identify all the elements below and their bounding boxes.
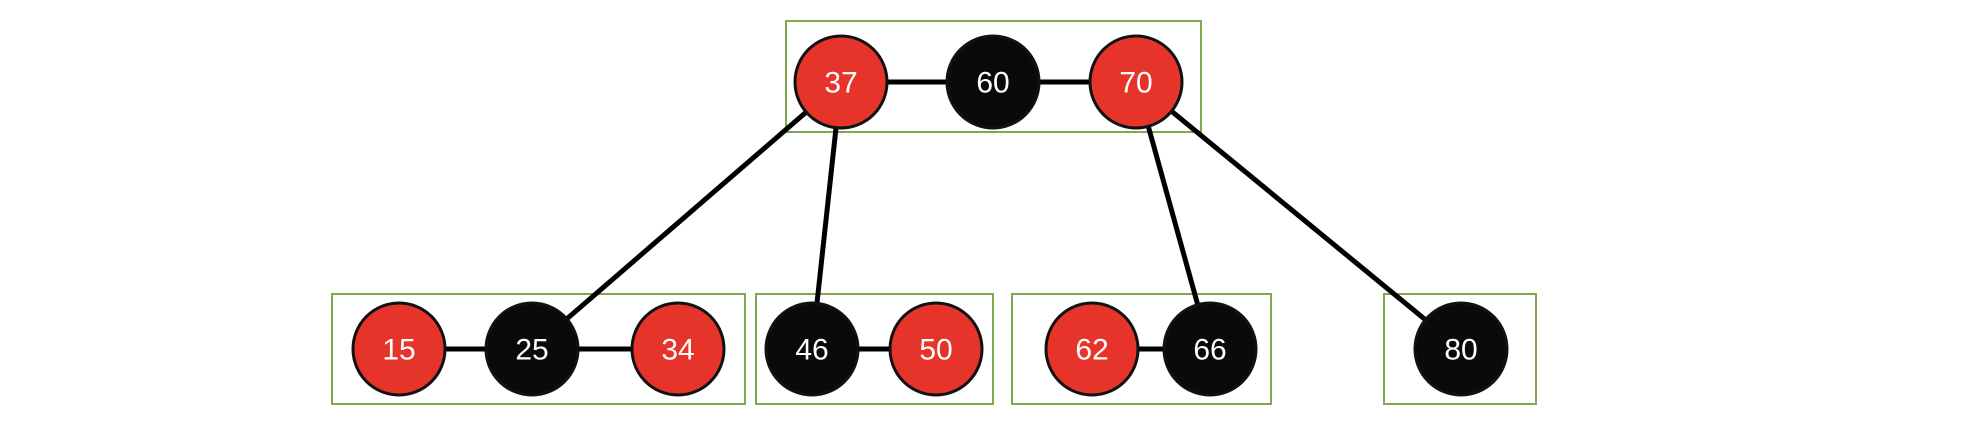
node-circle-15: [351, 301, 447, 397]
node-circle-46: [764, 301, 860, 397]
node-label-46: 46: [795, 334, 828, 367]
group-box-leaf-group-1: [331, 293, 746, 405]
tree-node-80[interactable]: 80: [1413, 301, 1509, 397]
tree-node-37[interactable]: 37: [793, 34, 889, 130]
group-box-leaf-group-2: [755, 293, 994, 405]
edge-n70-n66: [1145, 122, 1201, 309]
tree-node-70[interactable]: 70: [1088, 34, 1184, 130]
group-box-leaf-group-3: [1011, 293, 1272, 405]
edge-n70-n80: [1167, 107, 1430, 324]
node-label-70: 70: [1119, 67, 1152, 100]
tree-node-66[interactable]: 66: [1162, 301, 1258, 397]
tree-node-25[interactable]: 25: [484, 301, 580, 397]
node-circle-25: [484, 301, 580, 397]
node-label-25: 25: [515, 334, 548, 367]
group-box-root-group: [785, 20, 1202, 133]
tree-node-62[interactable]: 62: [1044, 301, 1140, 397]
node-label-80: 80: [1444, 334, 1477, 367]
node-label-62: 62: [1075, 334, 1108, 367]
edges-layer: [442, 79, 1430, 352]
edge-n37-n25: [562, 108, 811, 323]
node-circle-34: [630, 301, 726, 397]
node-label-34: 34: [661, 334, 694, 367]
group-boxes-layer: [331, 20, 1537, 405]
group-box-leaf-group-4: [1383, 293, 1537, 405]
tree-node-60[interactable]: 60: [945, 34, 1041, 130]
node-label-66: 66: [1193, 334, 1226, 367]
tree-node-34[interactable]: 34: [630, 301, 726, 397]
tree-node-15[interactable]: 15: [351, 301, 447, 397]
node-label-37: 37: [824, 67, 857, 100]
node-circle-62: [1044, 301, 1140, 397]
nodes-layer: 37 60 70 15 25 34 46 50 62 66 80: [351, 34, 1509, 397]
node-circle-37: [793, 34, 889, 130]
node-circle-60: [945, 34, 1041, 130]
node-circle-70: [1088, 34, 1184, 130]
edge-n37-n46: [814, 124, 839, 307]
node-label-50: 50: [919, 334, 952, 367]
node-label-60: 60: [976, 67, 1009, 100]
node-circle-66: [1162, 301, 1258, 397]
node-circle-50: [888, 301, 984, 397]
node-circle-80: [1413, 301, 1509, 397]
node-label-15: 15: [382, 334, 415, 367]
tree-node-46[interactable]: 46: [764, 301, 860, 397]
tree-node-50[interactable]: 50: [888, 301, 984, 397]
